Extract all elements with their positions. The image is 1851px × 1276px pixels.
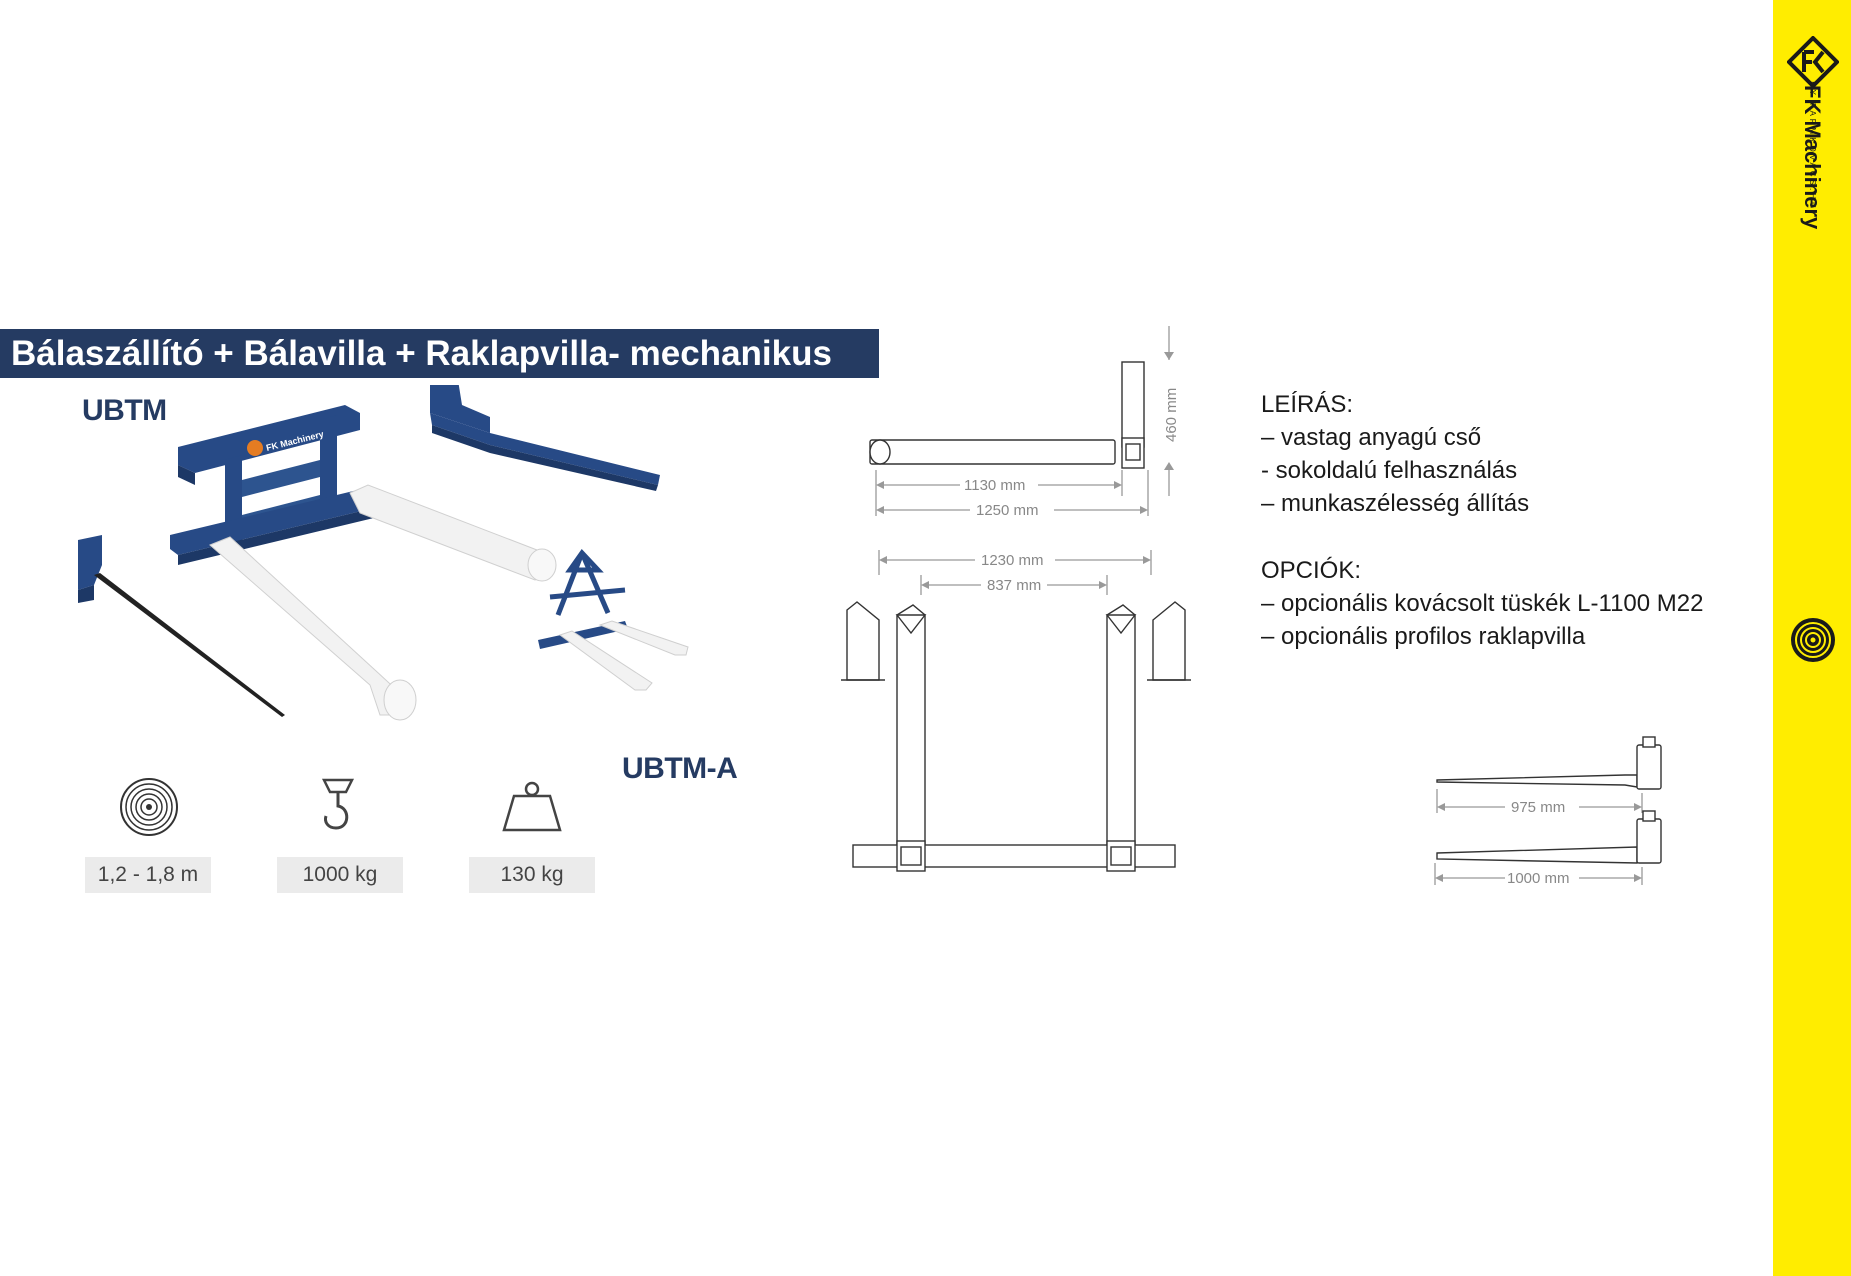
dim-837: 837 mm (987, 577, 1041, 594)
product-illustration: FK Machinery (78, 385, 689, 721)
options-item: – opcionális profilos raklapvilla (1261, 623, 1586, 650)
options-heading: OPCIÓK: (1261, 557, 1362, 584)
model-label-ubtm-a: UBTM-A (622, 752, 738, 785)
dim-1000: 1000 mm (1507, 870, 1570, 887)
page-title: Bálaszállító + Bálavilla + Raklapvilla- … (0, 329, 879, 378)
bale-spike-image (78, 535, 285, 717)
hook-icon (321, 778, 355, 830)
description-block: LEÍRÁS: – vastag anyagú cső - sokoldalú … (1261, 388, 1761, 653)
description-heading: LEÍRÁS: (1261, 391, 1354, 418)
fk-logo-icon (1787, 36, 1839, 88)
description-item: - sokoldalú felhasználás (1261, 457, 1518, 484)
pallet-fork-image (430, 385, 660, 491)
side-view-drawing: 460 mm 1130 mm 1250 mm (869, 326, 1180, 519)
description-item: – vastag anyagú cső (1261, 424, 1482, 451)
ubtm-a-image (538, 549, 689, 691)
description-item: – munkaszélesség állítás (1261, 490, 1530, 517)
options-item: – opcionális kovácsolt tüskék L-1100 M22 (1261, 590, 1704, 617)
dim-1130: 1130 mm (964, 477, 1025, 494)
spike-fork-drawing: 975 mm 1000 mm (1434, 736, 1662, 887)
top-view-drawing: 1230 mm 837 mm (841, 550, 1191, 872)
spec-bale-size: 1,2 - 1,8 m (85, 857, 211, 893)
dim-1230: 1230 mm (981, 552, 1044, 569)
dim-975: 975 mm (1511, 799, 1565, 816)
bale-mark-icon (1791, 618, 1835, 662)
spec-lift-capacity: 1000 kg (277, 857, 403, 893)
spec-weight: 130 kg (469, 857, 595, 893)
bale-icon (120, 778, 178, 836)
ubtm-frame-image: FK Machinery (170, 405, 557, 721)
weight-icon (502, 781, 562, 832)
dim-460: 460 mm (1163, 388, 1180, 442)
dim-1250: 1250 mm (976, 502, 1039, 519)
model-label-ubtm: UBTM (82, 394, 167, 427)
brand-tagline: BY FARMKOVACS.HU (1808, 81, 1817, 211)
